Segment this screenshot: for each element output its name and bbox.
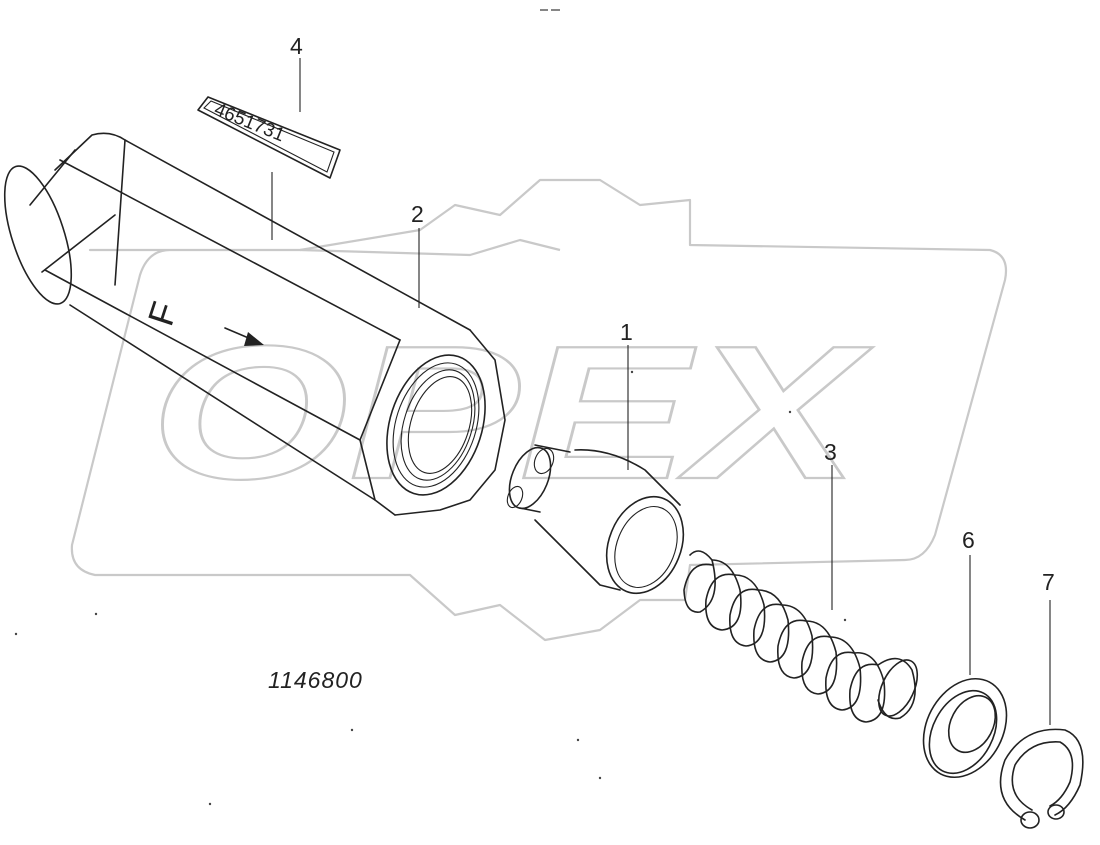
callout-2: 2 bbox=[411, 201, 424, 227]
id-tag-icon: 4651731 bbox=[197, 96, 341, 179]
washer-icon bbox=[922, 677, 1008, 779]
callout-1: 1 bbox=[620, 319, 633, 345]
callout-7: 7 bbox=[1042, 569, 1055, 595]
svg-text:OPEX: OPEX bbox=[150, 307, 874, 519]
hex-housing-icon bbox=[3, 132, 506, 516]
valve-spool-icon bbox=[506, 444, 685, 595]
leader-lines bbox=[271, 58, 1051, 725]
coil-spring-icon bbox=[683, 550, 919, 723]
watermark-logo: OPEX bbox=[70, 178, 1008, 642]
callout-6: 6 bbox=[962, 527, 975, 553]
tag-number: 4651731 bbox=[211, 99, 287, 146]
callout-4: 4 bbox=[290, 33, 303, 59]
callout-3: 3 bbox=[824, 439, 837, 465]
snap-ring-icon bbox=[999, 728, 1084, 829]
drawing-number: 1146800 bbox=[268, 667, 363, 693]
scan-dots bbox=[14, 370, 847, 806]
